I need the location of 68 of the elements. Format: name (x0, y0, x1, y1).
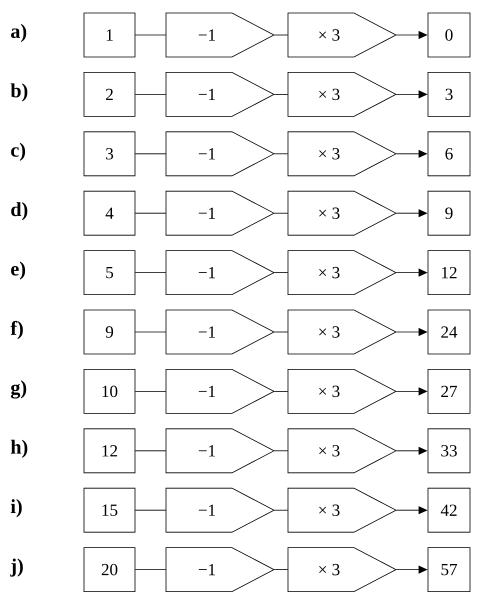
operation-arrow-box: −1 (166, 488, 275, 533)
row-letter: d) (11, 202, 28, 220)
connector-line (135, 391, 166, 392)
number-box: 10 (84, 369, 136, 414)
row-letter: b) (10, 83, 28, 102)
operation-arrow-box: × 3 (288, 428, 397, 474)
row-letter: j) (10, 558, 23, 577)
number-box: 15 (84, 488, 136, 533)
operation-arrow-box: × 3 (288, 310, 397, 354)
connector-line (135, 272, 166, 273)
operation-arrow-box: × 3 (288, 488, 397, 533)
operation-arrow-box: −1 (166, 428, 275, 474)
number-box: 4 (84, 190, 136, 236)
connector-line (135, 569, 166, 570)
row-letter: g) (10, 380, 26, 399)
row-letter: c) (11, 142, 26, 161)
result-box: 24 (428, 310, 470, 354)
connector-line (274, 510, 288, 511)
number-box: 12 (84, 428, 136, 474)
operation-arrow-box: −1 (166, 369, 275, 414)
row-letter: e) (11, 262, 26, 280)
result-box: 33 (428, 428, 470, 474)
connector-line (274, 450, 288, 452)
result-box: 9 (428, 190, 470, 236)
number-box: 3 (84, 131, 136, 176)
connector-line (274, 212, 288, 214)
connector-line (274, 34, 288, 36)
result-box: 27 (428, 369, 470, 414)
connector-line (274, 391, 288, 392)
operation-arrow-box: −1 (166, 547, 275, 592)
result-box: 0 (428, 12, 470, 58)
number-box: 5 (84, 250, 136, 295)
connector-line (274, 272, 288, 273)
operation-arrow-box: −1 (166, 250, 275, 295)
result-box: 42 (428, 488, 470, 533)
connector-line (135, 450, 166, 452)
operation-arrow-box: × 3 (288, 190, 397, 236)
connector-line (135, 153, 166, 154)
number-box: 2 (84, 72, 136, 117)
operation-arrow-box: −1 (166, 310, 275, 354)
row-letter: i) (10, 499, 22, 518)
operation-arrow-box: × 3 (288, 72, 397, 117)
connector-line (135, 510, 166, 511)
operation-arrow-box: × 3 (288, 131, 397, 176)
connector-line (135, 94, 166, 95)
result-box: 6 (428, 131, 470, 176)
operation-arrow-box: × 3 (288, 12, 397, 58)
result-box: 3 (428, 72, 470, 117)
connector-line (135, 34, 166, 36)
row-letter: a) (11, 24, 26, 42)
connector-line (135, 212, 166, 214)
operation-arrow-box: −1 (166, 131, 275, 176)
operation-arrow-box: −1 (166, 12, 275, 58)
number-box: 1 (84, 12, 136, 58)
operation-arrow-box: × 3 (288, 250, 397, 295)
number-box: 20 (84, 547, 136, 592)
number-box: 9 (84, 310, 136, 354)
connector-line (274, 569, 288, 570)
operation-arrow-box: −1 (166, 72, 275, 117)
operation-arrow-box: × 3 (288, 547, 397, 592)
row-letter: f) (10, 320, 23, 340)
connector-line (274, 94, 288, 95)
result-box: 57 (428, 547, 470, 592)
operation-arrow-box: −1 (166, 190, 275, 236)
row-letter: h) (10, 440, 28, 458)
operation-arrow-box: × 3 (288, 369, 397, 414)
result-box: 12 (428, 250, 470, 295)
connector-line (274, 153, 288, 154)
